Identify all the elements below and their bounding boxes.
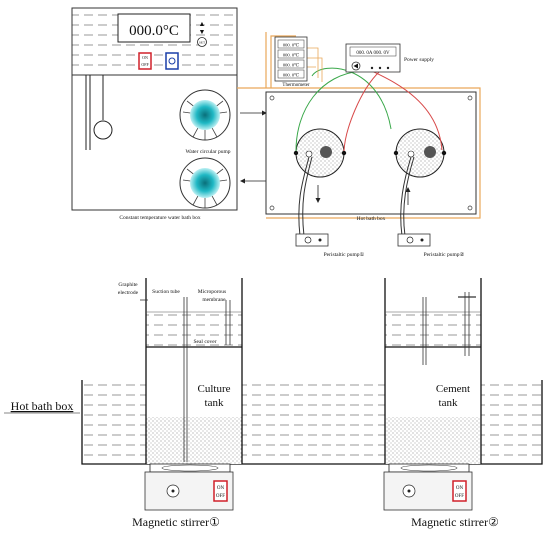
arrow-down-icon — [315, 198, 321, 203]
power-supply-label: Power supply — [404, 57, 434, 63]
thermometer-reading: 000. 0℃ — [283, 43, 299, 48]
down-arrow-icon[interactable]: ▼ — [199, 28, 206, 36]
electrode-icon — [424, 146, 436, 158]
switch-off-label: OFF — [141, 62, 149, 67]
microporous-label-line1: Microporous — [198, 289, 226, 295]
up-arrow-icon[interactable]: ▲ — [199, 20, 206, 28]
arrow-up-icon — [405, 187, 411, 192]
magnetic-stirrer-1-label: Magnetic stirrer① — [132, 515, 220, 529]
temperature-display — [117, 13, 191, 43]
arrow-left-icon — [240, 178, 245, 184]
stirrer-2-switch[interactable] — [452, 480, 467, 502]
graphite-electrode-label-line1: Graphite — [118, 282, 138, 288]
thermometer: 000. 0℃ 000. 0℃ 000. 0℃ 000. 0℃ Thermome… — [274, 36, 310, 88]
hot-bath-box-top-label: Hot bath box — [357, 216, 386, 222]
stirrer-1-switch[interactable] — [213, 480, 228, 502]
thermometer-label: Thermometer — [282, 83, 310, 88]
play-left-icon — [353, 63, 358, 69]
constant-bath-box: 000.0°C ▲ ▼ SET ON OFF Water circular pu… — [71, 7, 238, 221]
thermometer-reading: 000. 0℃ — [283, 63, 299, 68]
culture-tank-label-line2: tank — [205, 397, 224, 409]
pump-impeller-icon — [190, 168, 220, 198]
culture-vessel-top — [293, 128, 347, 178]
temperature-display-text: 000.0°C — [129, 23, 179, 39]
hot-bath-box-top: Hot bath box — [237, 32, 481, 237]
switch-on-label: ON — [142, 55, 148, 60]
thermometer-reading: 000. 0℃ — [283, 53, 299, 58]
blue-switch[interactable] — [165, 52, 179, 70]
cement-tank-label-line2: tank — [439, 397, 458, 409]
stirrer-fan-icon — [161, 464, 219, 472]
magnetic-stirrer-2: ON OFF Magnetic stirrer② — [383, 463, 499, 529]
power-supply-display: 000. 0A 000. 0V — [356, 51, 390, 56]
water-circular-pump-upper — [179, 89, 231, 141]
water-circular-pump-label: Water circular pump — [185, 149, 230, 155]
seal-cover-label: Seal cover — [193, 339, 216, 345]
microporous-label-line2: membrane — [202, 297, 226, 303]
constant-bath-box-label: Constant temperature water bath box — [119, 215, 201, 221]
pump-impeller-icon — [190, 100, 220, 130]
stirrer-fan-icon — [400, 464, 458, 472]
culture-tank: Graphite electrode Suction tube Micropor… — [118, 278, 243, 464]
set-button-label: SET — [199, 41, 206, 45]
peristaltic-pump-1-label: Peristaltic pump① — [324, 251, 365, 258]
peristaltic-pump-2: Peristaltic pump② — [397, 233, 465, 258]
power-supply: 000. 0A 000. 0V Power supply — [345, 43, 434, 73]
thermometer-reading: 000. 0℃ — [283, 73, 299, 78]
culture-tank-label-line1: Culture — [198, 383, 231, 395]
cement-tank: Cement tank — [384, 278, 482, 464]
magnetic-stirrer-1: ON OFF Magnetic stirrer① — [132, 463, 234, 529]
water-circular-pump-lower — [179, 157, 231, 209]
circulation-arrows — [240, 110, 267, 184]
stirrer-2-on-label: ON — [456, 486, 464, 491]
arrow-right-icon — [262, 110, 267, 116]
stirrer-1-off-label: OFF — [216, 494, 225, 499]
suction-tube-label: Suction tube — [152, 289, 180, 295]
peristaltic-pump-2-label: Peristaltic pump② — [424, 251, 465, 258]
cement-tank-label-line1: Cement — [436, 383, 470, 395]
hot-bath-box-label: Hot bath box — [11, 399, 74, 413]
blue-switch-knob-icon — [168, 57, 176, 65]
graphite-electrode-label-line2: electrode — [118, 290, 139, 296]
stirrer-2-off-label: OFF — [455, 494, 464, 499]
magnetic-stirrer-2-label: Magnetic stirrer② — [411, 515, 499, 529]
cement-vessel-top — [393, 128, 447, 178]
peristaltic-pump-1: Peristaltic pump① — [295, 233, 365, 258]
stirrer-1-on-label: ON — [217, 486, 225, 491]
set-button[interactable] — [197, 37, 207, 47]
electrode-icon — [320, 146, 332, 158]
power-switch[interactable] — [138, 52, 152, 70]
